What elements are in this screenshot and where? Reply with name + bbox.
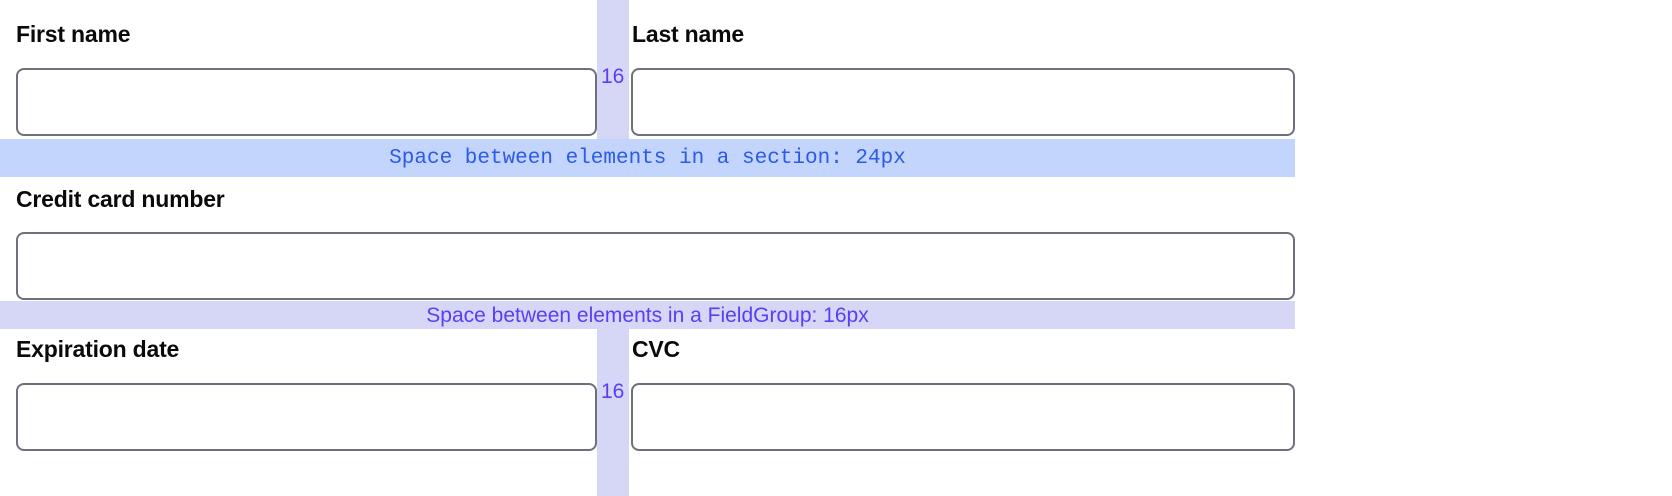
annotation-band-fieldgroup-gap-label: Space between elements in a FieldGroup: … bbox=[426, 303, 869, 327]
column-gap-label-name-row: 16 bbox=[601, 65, 625, 88]
form-content: 16 First name Last name Space between el… bbox=[0, 0, 1295, 496]
input-expiration-date[interactable] bbox=[16, 383, 597, 451]
column-gap-strip-name-row bbox=[597, 0, 629, 139]
annotation-band-section-gap: Space between elements in a section: 24p… bbox=[0, 139, 1295, 177]
input-first-name[interactable] bbox=[16, 68, 597, 136]
label-credit-card-number: Credit card number bbox=[16, 186, 225, 212]
column-gap-strip-expiry-row bbox=[597, 329, 629, 496]
label-expiration-date: Expiration date bbox=[16, 336, 180, 362]
label-last-name: Last name bbox=[632, 21, 744, 47]
label-first-name: First name bbox=[16, 21, 131, 47]
input-last-name[interactable] bbox=[631, 68, 1295, 136]
label-cvc: CVC bbox=[632, 336, 680, 362]
input-credit-card-number[interactable] bbox=[16, 232, 1295, 300]
annotation-band-section-gap-label: Space between elements in a section: 24p… bbox=[389, 146, 906, 170]
input-cvc[interactable] bbox=[631, 383, 1295, 451]
annotation-band-fieldgroup-gap: Space between elements in a FieldGroup: … bbox=[0, 301, 1295, 329]
column-gap-label-expiry-row: 16 bbox=[601, 380, 625, 403]
